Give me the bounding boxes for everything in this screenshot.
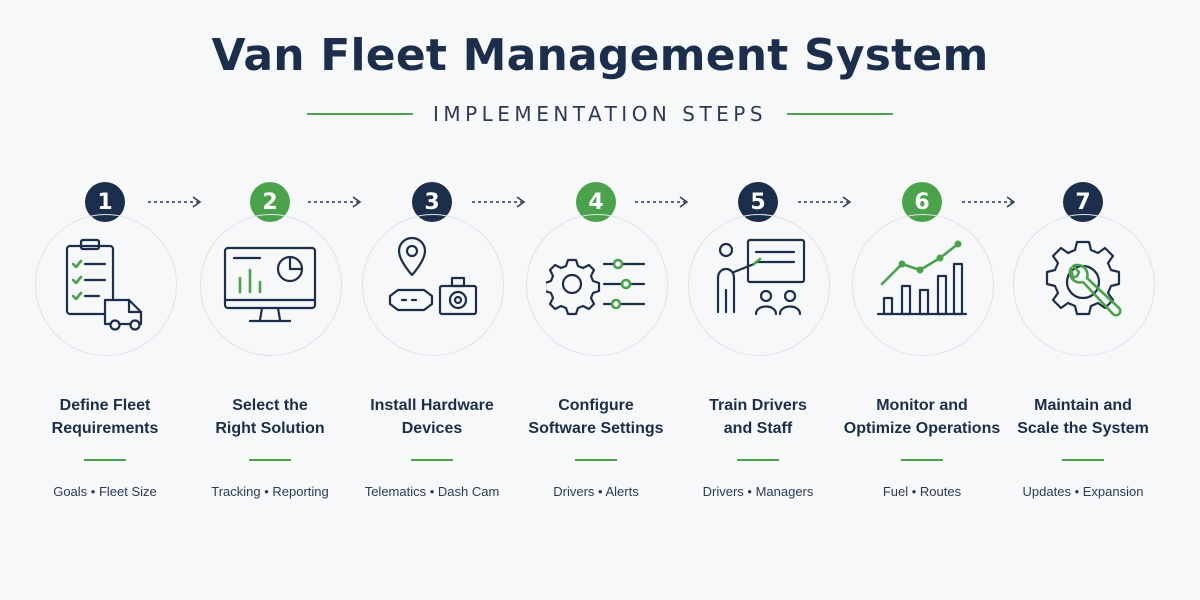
connector-arrow-icon xyxy=(962,196,1016,208)
monitor-chart-icon xyxy=(223,246,317,323)
step-1: 1 Define Fleet Requirements xyxy=(30,182,180,512)
gear-wrench-icon xyxy=(1045,240,1122,317)
gear-sliders-icon xyxy=(546,258,646,316)
connector-arrow-icon xyxy=(798,196,852,208)
presentation-trainer-icon xyxy=(716,238,806,316)
step-tags: Telematics • Dash Cam xyxy=(364,484,500,499)
step-2: 2 Select the Right Solution xyxy=(195,182,345,512)
step-label: Train Drivers and Staff xyxy=(709,397,807,437)
connector-arrow-icon xyxy=(308,196,362,208)
icon-circle xyxy=(362,214,504,356)
step-divider xyxy=(901,459,943,461)
icon-circle xyxy=(200,214,342,356)
step-divider xyxy=(1062,459,1104,461)
icon-circle xyxy=(35,214,177,356)
step-tags: Updates • Expansion xyxy=(1022,484,1144,499)
step-divider xyxy=(84,459,126,461)
step-divider xyxy=(411,459,453,461)
step-7: 7 Maintain and Scale the System Updates … xyxy=(1008,182,1158,512)
step-tags: Drivers • Managers xyxy=(702,484,814,499)
subtitle-row: IMPLEMENTATION STEPS xyxy=(0,100,1200,128)
icon-circle xyxy=(1013,214,1155,356)
step-label: Define Fleet Requirements xyxy=(51,397,159,437)
step-4: 4 Configure Software Settings Drivers • … xyxy=(521,182,671,512)
step-label: Monitor and Optimize Operations xyxy=(843,397,1001,437)
step-label: Select the Right Solution xyxy=(215,397,325,437)
step-divider xyxy=(575,459,617,461)
connector-arrow-icon xyxy=(148,196,202,208)
step-label: Configure Software Settings xyxy=(528,397,664,437)
step-tags: Tracking • Reporting xyxy=(211,484,329,499)
step-label: Maintain and Scale the System xyxy=(1017,397,1149,437)
step-divider xyxy=(737,459,779,461)
subtitle-rule-left xyxy=(306,113,413,115)
connector-arrow-icon xyxy=(472,196,526,208)
step-divider xyxy=(249,459,291,461)
page-title: Van Fleet Management System xyxy=(211,30,989,81)
step-tags: Fuel • Routes xyxy=(882,484,962,499)
step-6: 6 Monitor and Optimize Oper xyxy=(844,182,1000,512)
growth-chart-icon xyxy=(876,240,968,316)
step-tags: Goals • Fleet Size xyxy=(53,484,157,499)
icon-circle xyxy=(852,214,994,356)
icon-circle xyxy=(688,214,830,356)
subtitle: IMPLEMENTATION STEPS xyxy=(432,102,768,126)
checklist-van-icon xyxy=(65,238,143,331)
step-3: 3 Install Hardware Devices Telematics • … xyxy=(357,182,507,512)
step-5: 5 Train Drivers and Staff Drivers xyxy=(683,182,833,512)
subtitle-rule-right xyxy=(787,113,894,115)
step-label: Install Hardware Devices xyxy=(370,397,494,437)
gps-dashcam-icon xyxy=(388,236,478,316)
step-tags: Drivers • Alerts xyxy=(553,484,639,499)
icon-circle xyxy=(526,214,668,356)
connector-arrow-icon xyxy=(635,196,689,208)
